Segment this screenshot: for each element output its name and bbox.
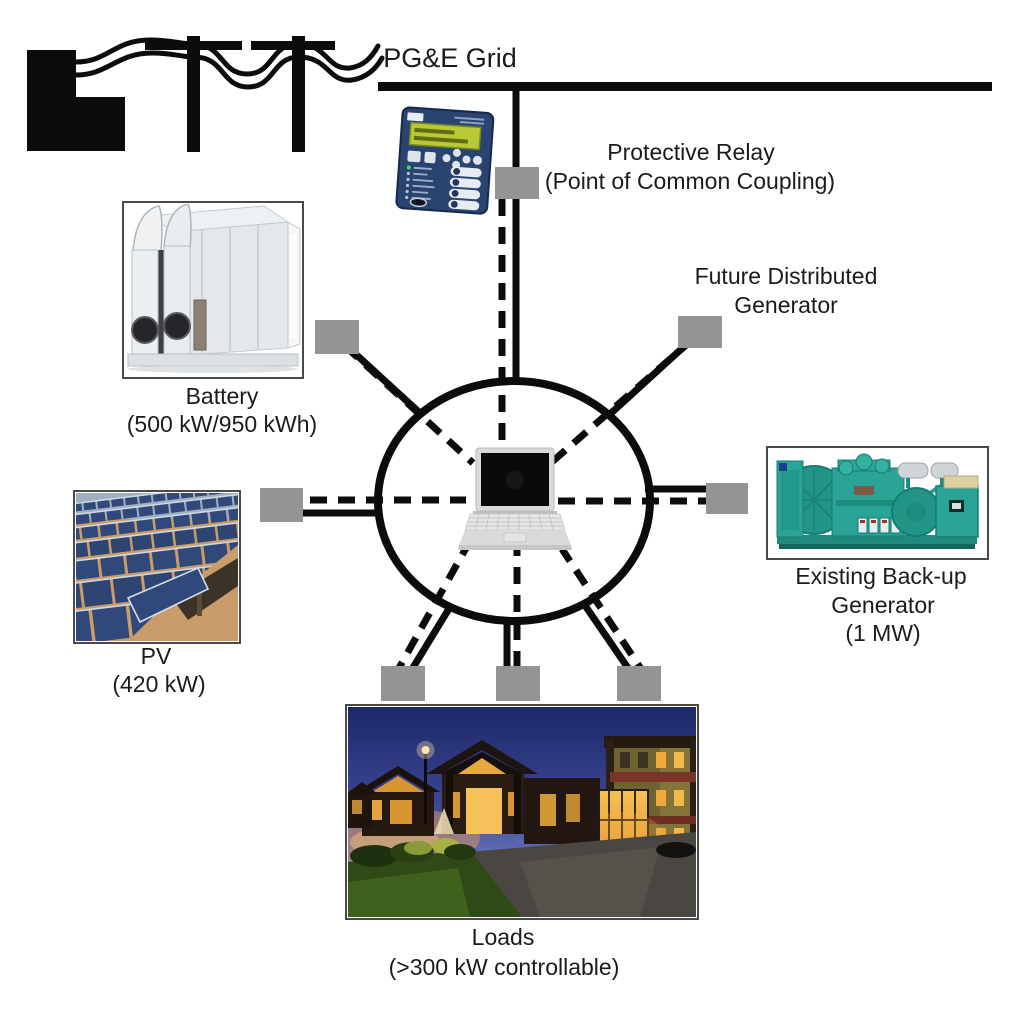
battery-label-line2: (500 kW/950 kWh): [127, 411, 317, 437]
relay-serial-port: [409, 197, 428, 208]
breaker-load-c: [617, 666, 661, 701]
future-dg-label-line1: Future Distributed: [695, 263, 878, 289]
breakers: [260, 167, 748, 701]
relay-buttons: [448, 166, 482, 211]
breaker-load-a: [381, 666, 425, 701]
battery-fan: [163, 312, 191, 340]
breaker-generator: [706, 483, 748, 514]
future-dg-label-line2: Generator: [734, 292, 838, 318]
comm-line-load-c: [559, 547, 650, 680]
loads-label-line1: Loads: [472, 924, 535, 950]
breaker-pv: [260, 488, 303, 522]
generator-cabinet: [935, 485, 979, 538]
comm-line-battery: [342, 343, 476, 466]
breaker-pcc: [495, 167, 539, 199]
comm-line-future-dg: [542, 337, 695, 471]
lodge-building: [348, 740, 600, 844]
breaker-future-dg: [678, 316, 722, 348]
loads-label-line2: (>300 kW controllable): [389, 954, 620, 980]
pv-label-line2: (420 kW): [112, 671, 205, 697]
relay-label-line1: Protective Relay: [607, 139, 775, 165]
lamp-post: [424, 752, 427, 824]
generator-label-line1: Existing Back-up: [795, 563, 966, 589]
generator-muffler: [897, 462, 929, 479]
loads-image: [345, 704, 699, 920]
pv-image: [73, 490, 241, 644]
power-line-icon: [73, 37, 385, 90]
pge-bus-bar: [378, 82, 992, 91]
breaker-battery: [315, 320, 359, 354]
relay-label-line2: (Point of Common Coupling): [545, 168, 835, 194]
foreground: [348, 808, 696, 917]
grid-label: PG&E Grid: [383, 43, 517, 73]
pv-label-line1: PV: [141, 643, 172, 669]
protective-relay-image: [395, 106, 495, 215]
generator-label-line2: Generator: [831, 592, 935, 618]
comm-line-load-a: [390, 546, 470, 679]
generator-label-line3: (1 MW): [845, 620, 920, 646]
relay-led-list: [405, 165, 435, 200]
controller-laptop-image: [458, 447, 572, 550]
generator-image: [766, 446, 989, 560]
sel-logo: [407, 112, 424, 122]
relay-lcd: [408, 121, 482, 151]
breaker-load-b: [496, 666, 540, 701]
battery-label-line1: Battery: [186, 383, 259, 409]
battery-fan: [131, 316, 159, 344]
battery-image: [122, 201, 304, 379]
power-plant-icon: [27, 50, 125, 151]
laptop-trackpad: [503, 532, 527, 543]
comm-lines: [282, 199, 725, 680]
